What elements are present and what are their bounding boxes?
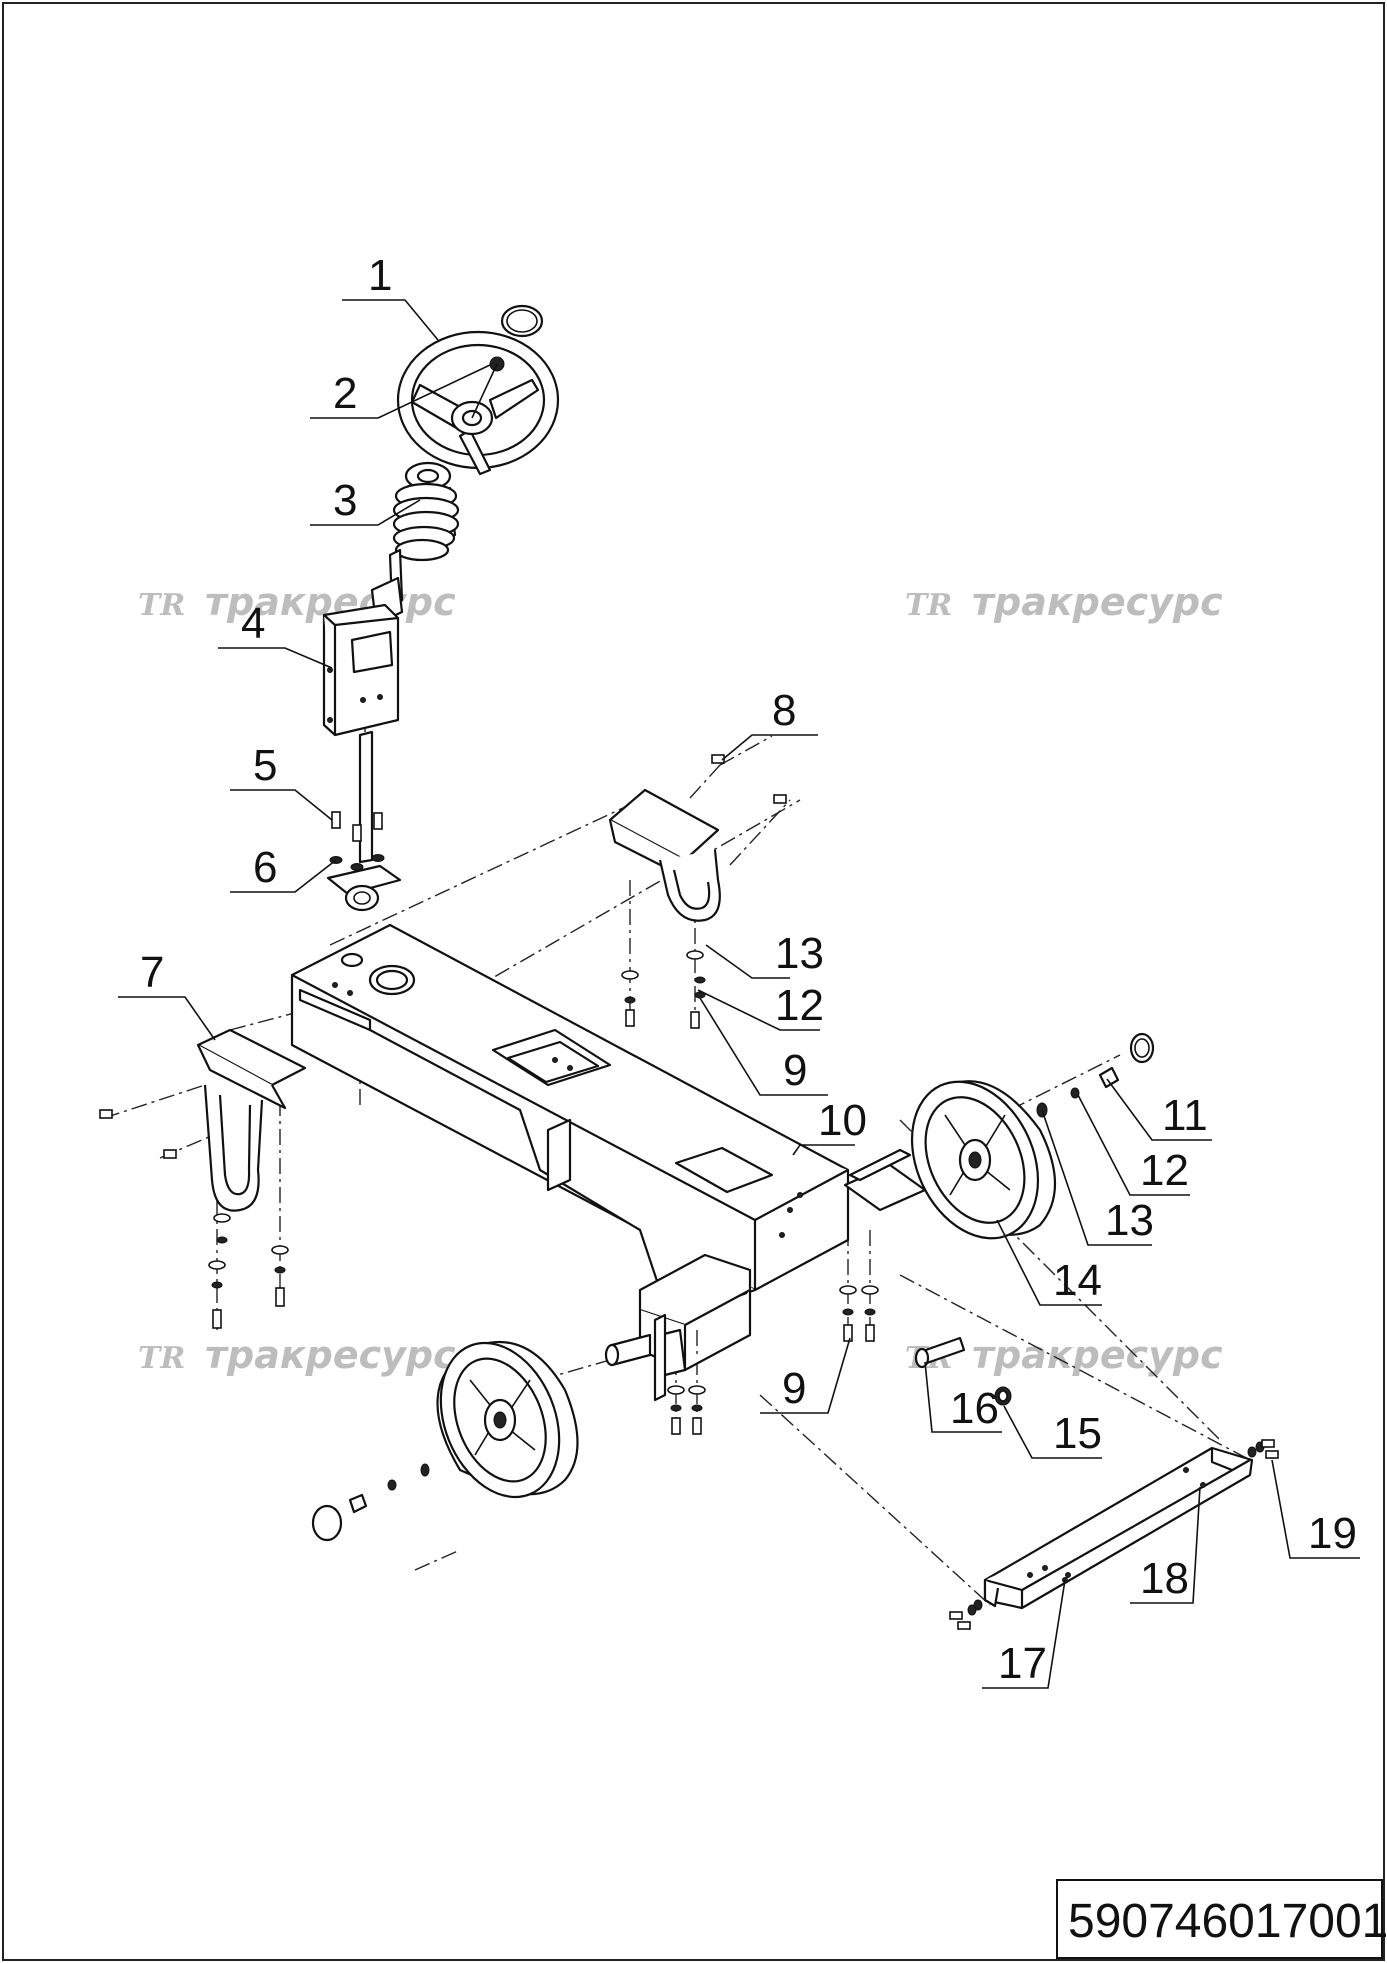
callout-7: 7 xyxy=(140,948,164,997)
callout-12b: 12 xyxy=(1140,1146,1189,1195)
main-frame xyxy=(290,923,927,1312)
callout-11: 11 xyxy=(1162,1091,1208,1140)
right-wheel xyxy=(910,1080,1056,1240)
callout-19: 19 xyxy=(1308,1509,1357,1558)
callout-10: 10 xyxy=(818,1096,867,1145)
callout-17: 17 xyxy=(998,1639,1047,1688)
watermark-text: тракресурс xyxy=(205,1333,456,1377)
callout-4: 4 xyxy=(241,599,265,648)
callout-16: 16 xyxy=(950,1384,999,1433)
callout-18: 18 xyxy=(1140,1554,1189,1603)
right-leg-bracket xyxy=(608,754,787,1029)
watermark-top-right: TR тракресурс xyxy=(905,580,1223,624)
watermark-logo: TR xyxy=(905,588,952,623)
left-wheel xyxy=(436,1340,579,1499)
beam-bolts xyxy=(949,1439,1279,1630)
callout-12a: 12 xyxy=(775,981,824,1030)
column-spring xyxy=(392,461,460,562)
callout-8: 8 xyxy=(772,686,796,735)
right-wheel-hardware xyxy=(1036,1032,1155,1118)
callout-3: 3 xyxy=(333,476,357,525)
callout-1: 1 xyxy=(368,251,392,300)
watermark-logo: TR xyxy=(138,588,185,623)
callout-13b: 13 xyxy=(1105,1196,1154,1245)
frame-bolts xyxy=(667,1285,879,1435)
drawing-code: 590746017001 xyxy=(1068,1895,1387,1948)
leader-lines xyxy=(118,299,1360,1689)
watermark-text: тракресурс xyxy=(972,1333,1223,1377)
watermark-logo: TR xyxy=(138,1341,185,1376)
callout-5: 5 xyxy=(253,741,277,790)
callout-15: 15 xyxy=(1053,1409,1102,1458)
steering-column xyxy=(322,548,404,864)
watermark-mid-left: TR тракресурс xyxy=(138,1333,456,1377)
callout-numbers: 1 2 3 4 5 6 7 8 9 9 10 11 12 12 13 13 14… xyxy=(140,251,1357,1688)
drawing-code-box: 590746017001 xyxy=(1056,1879,1387,1959)
callout-14: 14 xyxy=(1053,1256,1102,1305)
column-bolts xyxy=(326,811,402,912)
cross-beam xyxy=(983,1446,1254,1610)
callout-13a: 13 xyxy=(775,929,824,978)
callout-2: 2 xyxy=(333,369,357,418)
callout-9b: 9 xyxy=(782,1364,806,1413)
horn-cap xyxy=(500,304,544,338)
callout-6: 6 xyxy=(253,843,277,892)
steering-wheel xyxy=(396,330,560,476)
left-leg-bracket xyxy=(99,1028,307,1329)
callout-9a: 9 xyxy=(783,1046,807,1095)
left-wheel-hardware xyxy=(311,1463,430,1542)
watermark-text: тракресурс xyxy=(972,580,1223,624)
axle-bracket xyxy=(604,1253,752,1402)
